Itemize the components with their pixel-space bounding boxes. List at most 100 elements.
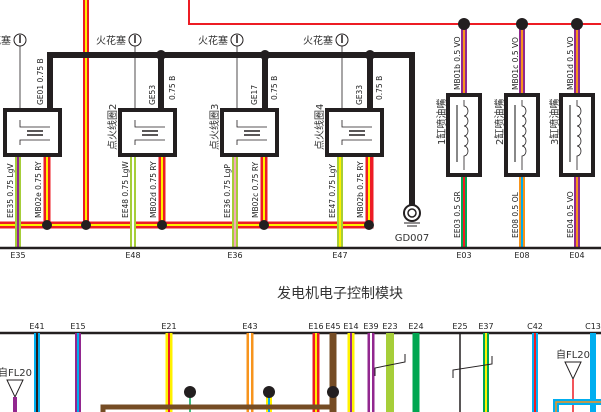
wire-label: GE53 — [148, 85, 157, 105]
ecm-pin-e24: E24 — [408, 322, 424, 412]
coil-box — [118, 108, 177, 157]
wire-label: MB02e 0.75 RY — [34, 161, 43, 218]
injector-name: 1缸喷油嘴 — [435, 99, 448, 145]
wire-label: EE03 0.5 GR — [453, 191, 462, 238]
junction-dot — [327, 386, 339, 398]
pin-label: E14 — [343, 322, 358, 331]
junction-dot — [259, 220, 269, 230]
coil-name: 点火线圈2 — [106, 104, 119, 150]
from-fl20-label: 自FL20 — [556, 348, 590, 361]
connector-label: E04 — [569, 251, 584, 260]
coil-name: 点火线圈3 — [208, 104, 221, 150]
junction-dot — [260, 50, 270, 60]
pin-label: E45 — [325, 322, 340, 331]
ry-bus — [0, 155, 374, 229]
spark-plug-icon — [128, 33, 142, 47]
pin-label: E21 — [161, 322, 176, 331]
wire-label: MB02b 0.75 RY — [356, 161, 365, 218]
connector-label: E47 — [332, 251, 347, 260]
coil-icon — [134, 120, 165, 145]
wire-label: 0.75 B — [270, 76, 279, 100]
fuel-injector: 1缸喷油嘴 MB01b 0.5 VO EE03 0.5 GR E03 — [435, 18, 482, 260]
coil-box — [220, 108, 279, 157]
junction-dot — [365, 50, 375, 60]
junction-dot — [263, 386, 275, 398]
wire-label: MB02d 0.75 RY — [149, 161, 158, 218]
pin-label: E39 — [363, 322, 378, 331]
ecm-pin-e37: E37 — [478, 322, 494, 412]
junction-dot — [516, 18, 528, 30]
spark-plug-icon — [230, 33, 244, 47]
power-feed-wire — [188, 0, 601, 25]
wire-label: GE33 — [355, 85, 364, 105]
wire-label: GE01 0.75 B — [36, 58, 45, 105]
wire-label: MB01b 0.5 VO — [453, 36, 462, 90]
pin-label: E24 — [408, 322, 423, 331]
spark-plug-label: 火花塞 — [96, 34, 126, 47]
ecm-pin-e15: E15 — [70, 322, 86, 412]
spark-plug-icon — [13, 33, 27, 47]
ground-label: GD007 — [395, 233, 430, 244]
fuel-injector: 2缸喷油嘴 MB01c 0.5 VO EE08 0.5 OL E08 — [493, 18, 540, 260]
coil-icon — [236, 120, 267, 145]
ecm-pin-e21: E21 — [161, 322, 177, 412]
connector-label: E36 — [227, 251, 242, 260]
connector-label: E08 — [514, 251, 529, 260]
junction-dot — [81, 220, 91, 230]
pin-label: E15 — [70, 322, 85, 331]
wire-label: EE47 0.75 LgY — [328, 164, 337, 218]
junction-dot — [458, 18, 470, 30]
connector-label: E03 — [456, 251, 471, 260]
wire-label: 0.75 B — [168, 76, 177, 100]
coil-winding-icon — [576, 100, 582, 170]
wire-label: MB01c 0.5 VO — [511, 37, 520, 90]
wire-label: GE17 — [250, 85, 259, 105]
junction-dot — [42, 220, 52, 230]
ecm-pin-e39: E39 — [363, 322, 379, 412]
pin-label: E41 — [29, 322, 44, 331]
junction-dot — [364, 220, 374, 230]
coil-winding-icon — [463, 100, 469, 170]
junction-dot — [157, 220, 167, 230]
pin-label: E43 — [242, 322, 257, 331]
spark-plug-icon — [335, 33, 349, 47]
pin-label: E23 — [382, 322, 397, 331]
connector-label: E48 — [125, 251, 140, 260]
wire-label: EE36 0.75 LgP — [223, 164, 232, 218]
spark-plug-label: 火花塞 — [0, 34, 11, 47]
ecm-pin-e43: E43 — [242, 322, 258, 412]
ecm-pin-e23: E23 — [382, 322, 398, 412]
wire-label: EE35 0.75 LgV — [6, 163, 15, 218]
connector-label: E35 — [10, 251, 25, 260]
wire-label: EE08 0.5 OL — [511, 191, 520, 238]
pin-label: E37 — [478, 322, 493, 331]
triangle-icon — [6, 379, 24, 399]
ground-icon — [403, 204, 421, 227]
coil-icon — [341, 120, 372, 145]
shield-icon — [452, 356, 493, 378]
ecm-pin-e45: E45 — [325, 322, 341, 412]
pin-label: C13 — [585, 322, 601, 331]
ecm-pin-e16: E16 — [308, 322, 324, 412]
shield-icon — [374, 354, 406, 376]
wire-label: EE04 0.5 VO — [566, 191, 575, 238]
pin-label: E25 — [452, 322, 467, 331]
wire-label: 0.75 B — [375, 76, 384, 100]
coil-icon — [19, 120, 50, 145]
ecm-pin-e14: E14 — [343, 322, 359, 412]
brown-bus — [100, 404, 333, 412]
from-fl20-label: 自FL20 — [0, 366, 32, 379]
wire-label: EE48 0.75 LgW — [121, 161, 130, 218]
junction-dot — [184, 386, 196, 398]
junction-dot — [571, 18, 583, 30]
injector-name: 2缸喷油嘴 — [493, 99, 506, 145]
coil-winding-icon — [521, 100, 527, 170]
injector-name: 3缸喷油嘴 — [548, 99, 561, 145]
coil-box — [3, 108, 62, 157]
